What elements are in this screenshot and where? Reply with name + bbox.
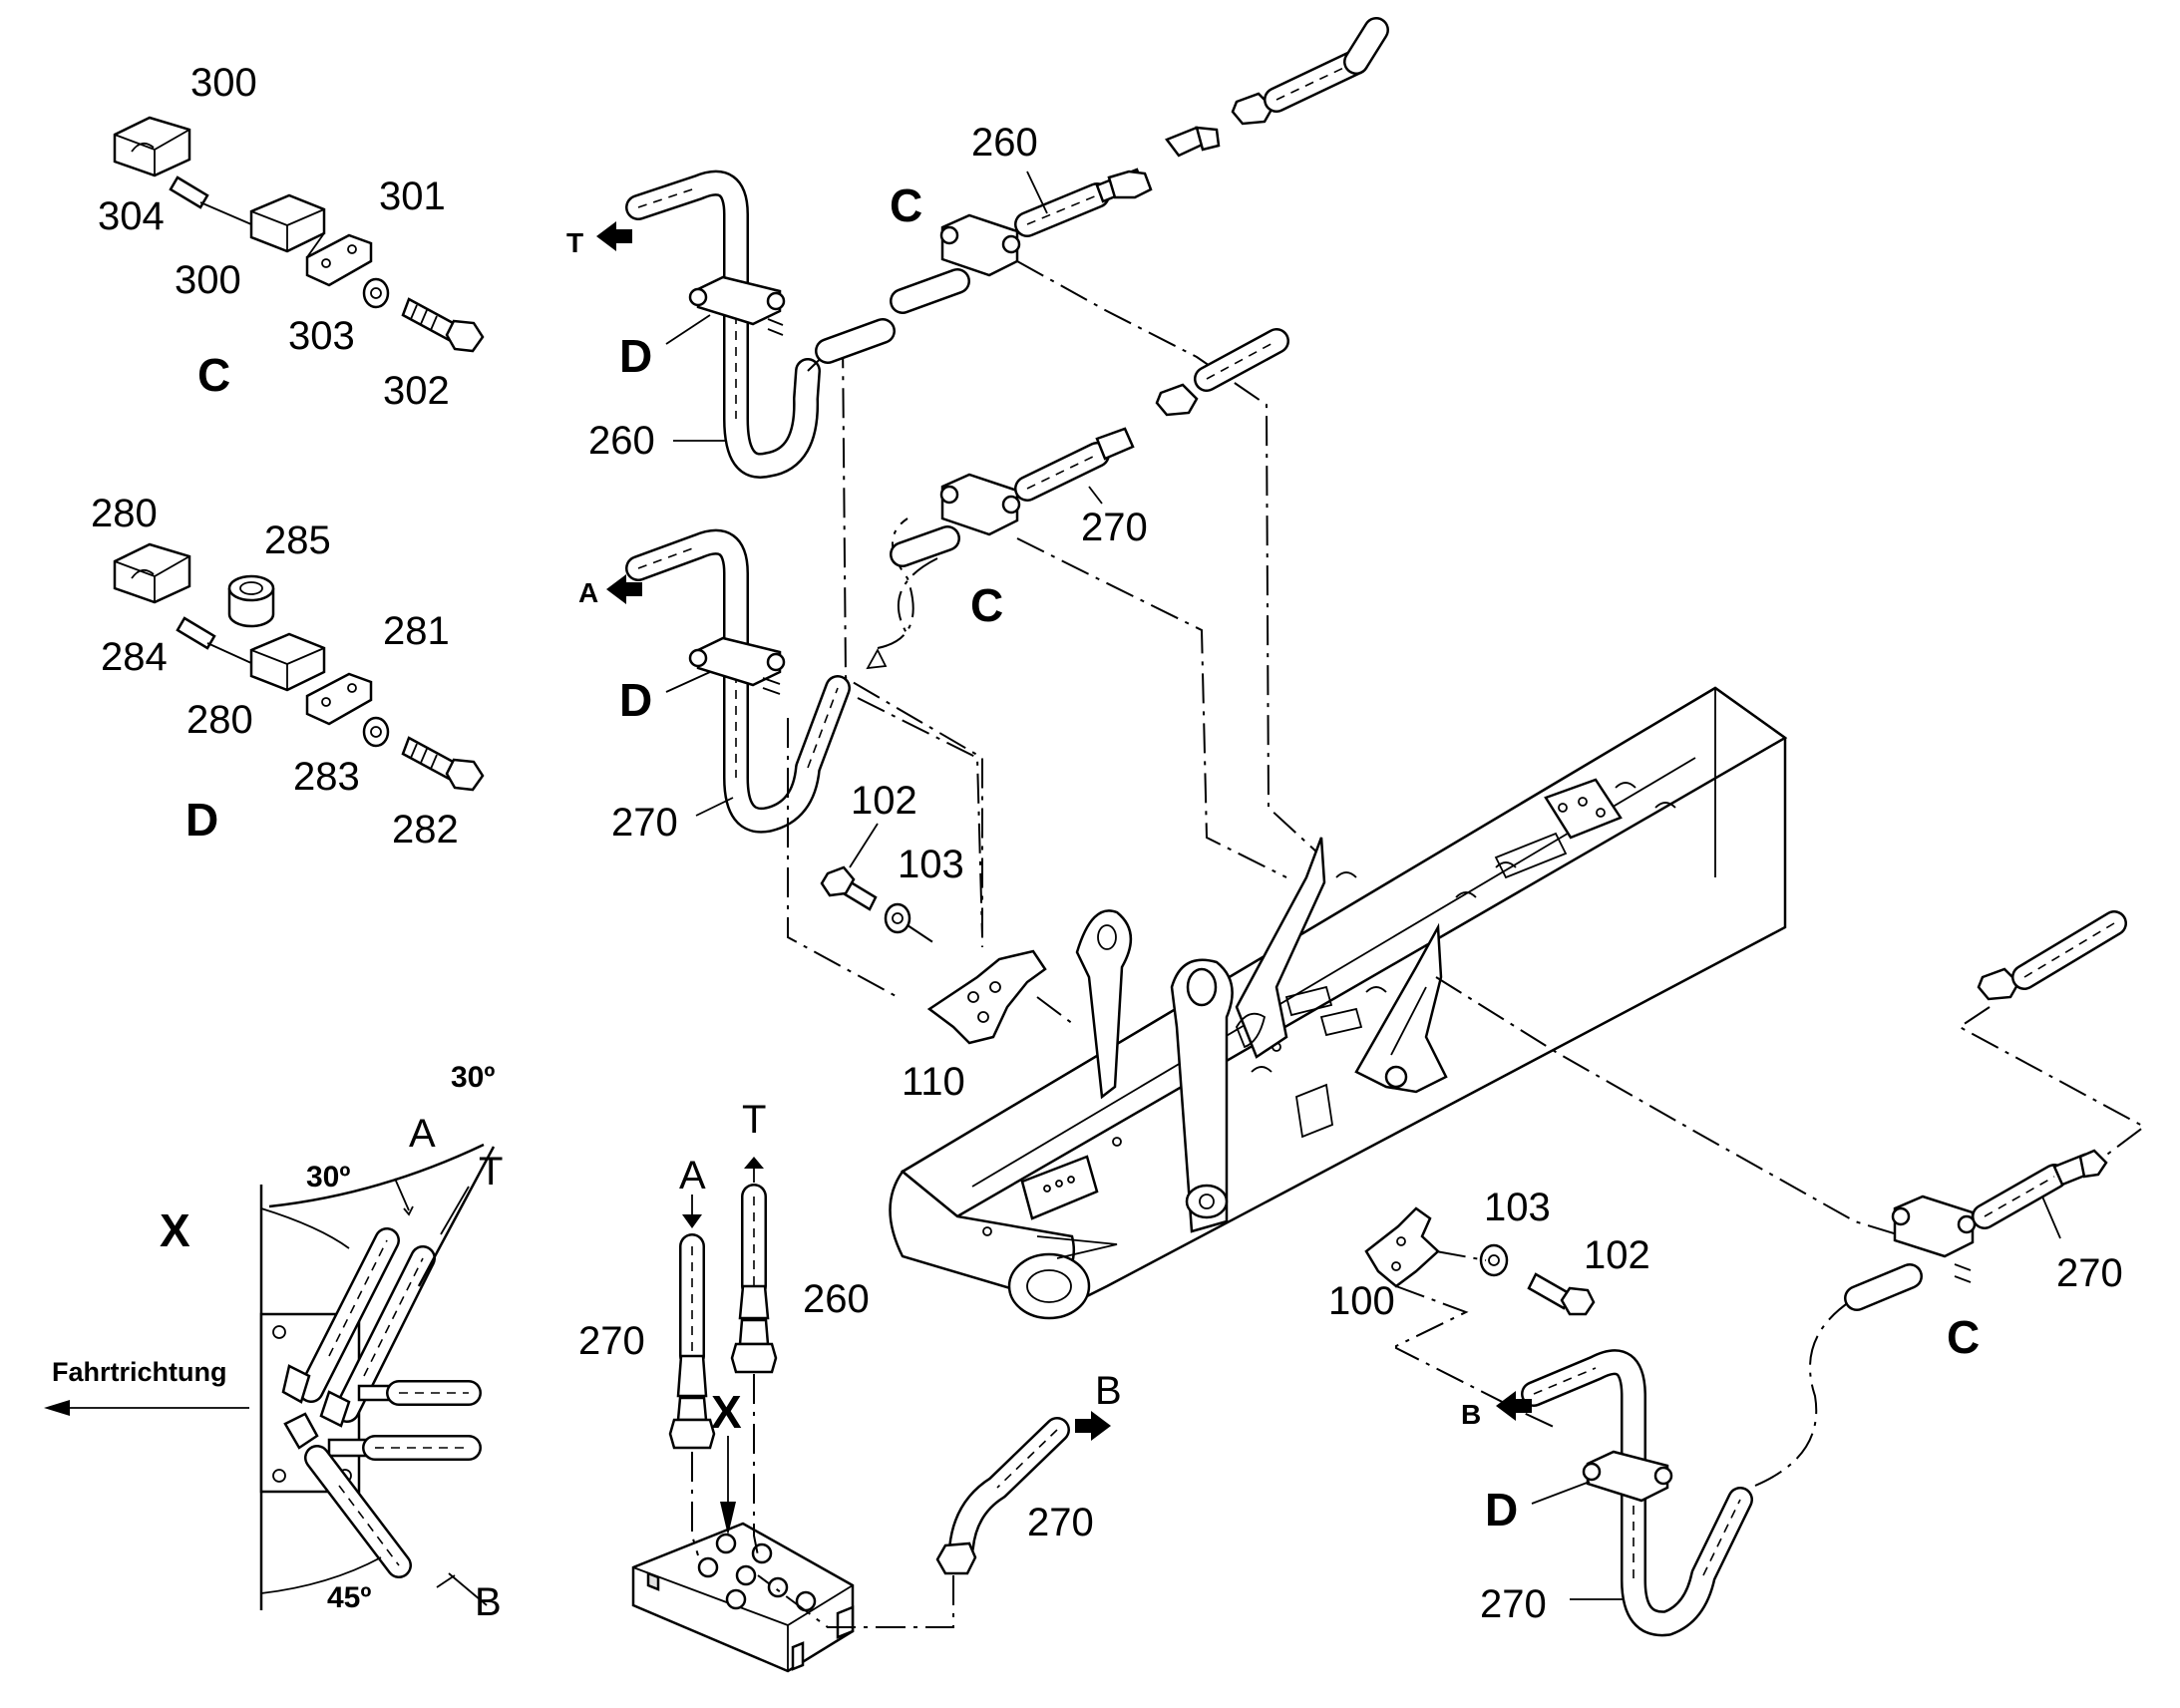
label-t-upper: T (566, 227, 583, 258)
label-260-upper: 260 (588, 419, 655, 463)
label-b-detail: B (475, 1580, 502, 1624)
detail-x-view (44, 1143, 496, 1610)
label-302: 302 (383, 369, 450, 413)
label-103-left: 103 (898, 843, 964, 886)
label-304: 304 (98, 194, 165, 238)
arrow-b-lower (1075, 1411, 1111, 1441)
pin-304 (169, 175, 209, 209)
label-270-block: 270 (578, 1319, 645, 1363)
hose-260-upper (625, 170, 983, 947)
label-c-middle: C (970, 579, 1003, 631)
label-a-detail: A (409, 1112, 436, 1156)
label-b-lower: B (1095, 1369, 1122, 1413)
label-280-top: 280 (91, 492, 158, 535)
label-285: 285 (264, 518, 331, 562)
label-d-upper: D (619, 330, 652, 382)
washer-283 (362, 716, 390, 748)
bolt-102-right (1527, 1272, 1573, 1310)
detail-x-title: X (160, 1204, 190, 1256)
label-100: 100 (1328, 1279, 1395, 1323)
hose-270-right-d (1521, 1297, 1856, 1637)
hose-270-block (668, 1195, 716, 1556)
label-270-clamp: 270 (1081, 506, 1148, 549)
washer-103-right (1479, 1243, 1509, 1277)
plate-281 (305, 672, 373, 726)
label-270-right-c: 270 (2056, 1251, 2123, 1295)
bracket-100-assembly (1364, 976, 1921, 1429)
bracket-110-assembly (787, 718, 1078, 1045)
valve-block (631, 1522, 855, 1673)
label-t-detail: T (479, 1150, 503, 1194)
angle-30: 30º (306, 1161, 350, 1194)
label-a-upper: A (578, 577, 598, 608)
direction-of-travel: Fahrtrichtung (52, 1357, 227, 1387)
x-view-arrow (720, 1436, 736, 1536)
label-281: 281 (383, 609, 450, 653)
label-c-top: C (890, 179, 922, 231)
arrow-a-upper (606, 574, 642, 604)
label-303: 303 (288, 314, 355, 358)
clamp-half-280-bottom (249, 632, 326, 692)
bracket-100 (1364, 1206, 1440, 1288)
label-301: 301 (379, 174, 446, 218)
label-270-upper: 270 (611, 801, 678, 845)
hose-270-right-c (1844, 910, 2146, 1311)
arrow-b-right (1496, 1391, 1532, 1421)
detail-c-title: C (197, 349, 230, 401)
boom-lugs (1075, 837, 1448, 1233)
detail-d-title: D (185, 794, 218, 846)
angle-30-top: 30º (451, 1061, 495, 1094)
label-t-block: T (742, 1098, 766, 1142)
hose-270-upper (625, 517, 983, 938)
label-300-top: 300 (190, 61, 257, 105)
label-a-block: A (679, 1154, 706, 1197)
label-283: 283 (293, 755, 360, 799)
hose-260-block (730, 1157, 778, 1556)
label-284: 284 (101, 635, 168, 679)
detail-d-exploded (113, 542, 485, 792)
label-300-bottom: 300 (175, 258, 241, 302)
label-260-clamp: 260 (971, 121, 1038, 165)
detail-c-exploded (113, 116, 485, 353)
label-b-right: B (1461, 1399, 1481, 1430)
hose-260-c-clamp (815, 17, 1389, 854)
boom-rack (1544, 778, 1623, 840)
label-d-right: D (1485, 1484, 1518, 1536)
label-280-bottom: 280 (186, 698, 253, 742)
bracket-110 (926, 949, 1047, 1045)
boom-plate (1020, 1155, 1099, 1220)
arrow-t-upper (596, 221, 632, 251)
angle-45: 45º (327, 1581, 371, 1614)
label-103-right: 103 (1484, 1186, 1551, 1229)
label-x-block: X (711, 1386, 742, 1438)
boom-arm (889, 686, 1788, 1320)
label-270-right-lower: 270 (1480, 1582, 1547, 1626)
label-102-left: 102 (851, 779, 917, 823)
label-c-right: C (1947, 1311, 1980, 1363)
label-260-block: 260 (803, 1277, 870, 1321)
washer-103 (884, 902, 911, 934)
hose-270-lower-b (757, 1417, 1070, 1628)
label-110: 110 (902, 1060, 965, 1104)
label-d-middle: D (619, 674, 652, 726)
pin-284 (176, 616, 216, 650)
hose-270-c-clamp (890, 328, 1289, 878)
label-102-right: 102 (1584, 1233, 1650, 1277)
washer-303 (362, 277, 390, 309)
label-282: 282 (392, 808, 459, 852)
label-270-lower: 270 (1027, 1501, 1094, 1544)
